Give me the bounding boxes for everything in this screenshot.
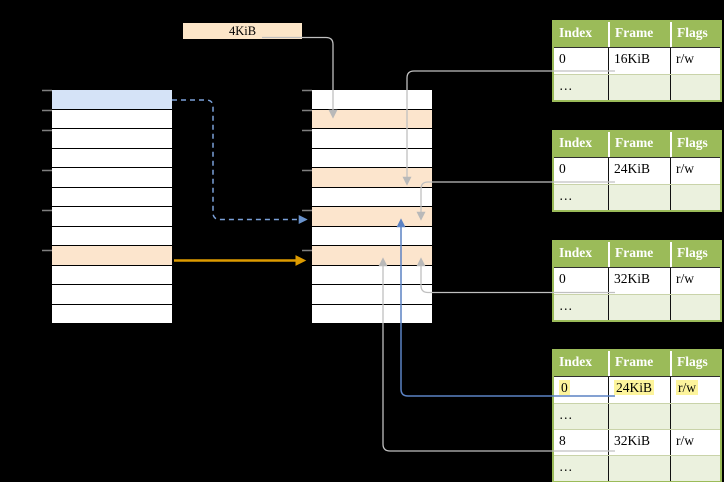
page-table-cell-flags: r/w xyxy=(670,48,720,74)
page-table-cell-frame: 32KiB xyxy=(608,430,670,455)
page-table-cell-flags: r/w xyxy=(670,158,720,184)
physical-memory-ticks xyxy=(302,89,312,252)
page-table-row: … xyxy=(554,184,720,210)
memory-row xyxy=(52,246,172,266)
page-size-label: 4KiB xyxy=(228,23,257,38)
memory-row xyxy=(52,265,172,285)
page-table-cell-flags xyxy=(670,456,720,481)
page-table-cell-frame: 32KiB xyxy=(608,268,670,294)
memory-row xyxy=(312,265,432,285)
memory-row xyxy=(312,246,432,266)
page-table-cell-flags: r/w xyxy=(670,377,720,403)
page-table-header-cell: Flags xyxy=(670,242,720,267)
page-table-cell-frame: 16KiB xyxy=(608,48,670,74)
page-table-cell-flags: r/w xyxy=(670,268,720,294)
memory-row xyxy=(312,304,432,324)
page-table-header-cell: Index xyxy=(559,245,593,260)
virtual-memory-ticks xyxy=(42,89,52,252)
memory-row xyxy=(52,90,172,110)
page-table-cell-flags xyxy=(670,75,720,100)
page-table-cell-index: 8 xyxy=(559,433,566,448)
memory-row xyxy=(52,187,172,207)
page-table-cell-index: … xyxy=(559,188,573,203)
memory-row xyxy=(52,148,172,168)
page-table-header-cell: Index xyxy=(559,25,593,40)
page-table-row: … xyxy=(554,294,720,320)
page-table-row: … xyxy=(554,455,720,481)
page-table-cell-index: 0 xyxy=(559,161,566,176)
page-table-cell-frame: 24KiB xyxy=(608,377,670,403)
memory-row xyxy=(52,207,172,227)
page-size-box: 4KiB xyxy=(183,23,302,39)
memory-row xyxy=(52,285,172,305)
page-table-cell-index: … xyxy=(559,78,573,93)
memory-row xyxy=(312,226,432,246)
memory-row xyxy=(52,109,172,129)
memory-row xyxy=(52,129,172,149)
memory-row xyxy=(312,168,432,188)
page-table-header-cell: Frame xyxy=(608,351,670,376)
page-table-header-cell: Flags xyxy=(670,132,720,157)
page-table-cell-frame xyxy=(608,404,670,429)
memory-row xyxy=(312,285,432,305)
memory-row xyxy=(312,109,432,129)
page-table-header-cell: Flags xyxy=(670,22,720,47)
page-table-cell-flags xyxy=(670,185,720,210)
memory-row xyxy=(52,168,172,188)
page-table-header-cell: Frame xyxy=(608,132,670,157)
page-table-header-cell: Index xyxy=(559,354,593,369)
page-table-cell-frame xyxy=(608,185,670,210)
memory-row xyxy=(52,226,172,246)
page-table-header-cell: Frame xyxy=(608,242,670,267)
page-table-header-cell: Flags xyxy=(670,351,720,376)
page-table-cell-index: 0 xyxy=(559,380,570,395)
page-table-cell-index: … xyxy=(559,298,573,313)
page-table-cell-flags: r/w xyxy=(670,430,720,455)
memory-row xyxy=(52,304,172,324)
page-table-cell-flags xyxy=(670,404,720,429)
arrow-virtual-page0-to-frame xyxy=(172,99,308,224)
page-table-header-cell: Index xyxy=(559,135,593,150)
page-table-cell-frame xyxy=(608,295,670,320)
memory-row xyxy=(312,90,432,110)
page-table-cell-flags xyxy=(670,295,720,320)
page-table-cell-frame xyxy=(608,75,670,100)
virtual-memory-stack xyxy=(52,90,172,324)
page-table-cell-index: 0 xyxy=(559,271,566,286)
page-table-row: … xyxy=(554,74,720,100)
physical-memory-stack xyxy=(312,90,432,324)
memory-row xyxy=(312,129,432,149)
page-table-header-cell: Frame xyxy=(608,22,670,47)
memory-row xyxy=(312,207,432,227)
page-table-cell-index: … xyxy=(559,407,573,422)
memory-row xyxy=(312,187,432,207)
page-table-cell-frame xyxy=(608,456,670,481)
page-table-cell-frame: 24KiB xyxy=(608,158,670,184)
page-table-cell-index: … xyxy=(559,459,573,474)
memory-row xyxy=(312,148,432,168)
page-table-row: … xyxy=(554,403,720,429)
page-table-cell-index: 0 xyxy=(559,51,566,66)
